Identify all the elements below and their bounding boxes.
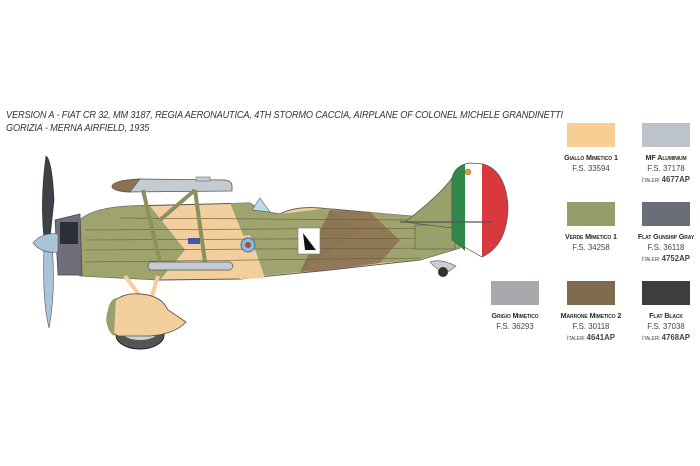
italeri-brand: Italeri: [642, 256, 660, 263]
tail-rudder: [400, 162, 509, 258]
paint-chip-giallo-mimetico-1: Giallo Mimetico 1 F.S. 33594: [543, 123, 639, 174]
paint-name: Flat Gunship Gray: [637, 232, 695, 241]
paint-name: Marrone Mimetico 2: [560, 311, 622, 320]
color-swatch: [642, 281, 690, 305]
propeller: [32, 155, 59, 329]
paint-fs-code: F.S. 33594: [572, 163, 610, 173]
paint-fs-code: F.S. 34258: [572, 242, 610, 252]
italeri-brand: Italeri: [642, 177, 660, 184]
color-swatch: [642, 202, 690, 226]
paint-chip-flat-black: Flat Black F.S. 37038 Italeri 4768AP: [618, 281, 700, 344]
tail-serial-text: ▒▒▒: [425, 235, 436, 242]
italeri-brand: Italeri: [642, 335, 660, 342]
fuselage: ▒▒▒: [71, 202, 461, 281]
paint-chip-grigio-mimetico: Grigio Mimetico F.S. 36293: [467, 281, 563, 332]
italeri-code: Italeri 4641AP: [547, 332, 635, 344]
engine-cowling: [54, 213, 83, 276]
color-swatch: [567, 202, 615, 226]
italeri-brand: Italeri: [567, 335, 585, 342]
italeri-code-value: 4641AP: [586, 332, 615, 342]
paint-fs-code: F.S. 37038: [647, 321, 685, 331]
color-swatch: [642, 123, 690, 147]
italeri-code: Italeri 4752AP: [622, 253, 700, 265]
caption-line-1: VERSION A - FIAT CR 32, MM 3187, REGIA A…: [6, 110, 563, 121]
paint-fs-code: F.S. 37178: [647, 163, 685, 173]
upper-wing: [111, 176, 233, 193]
paint-name: Grigio Mimetico: [491, 311, 539, 320]
italeri-code-value: 4768AP: [661, 332, 690, 342]
windscreen: [251, 197, 271, 213]
caption-line-2: GORIZIA - MERNA AIRFIELD, 1935: [6, 123, 150, 134]
paint-chip-mf-aluminium: MF Aluminium F.S. 37178 Italeri 4677AP: [618, 123, 700, 186]
paint-chip-verde-mimetico-1: Verde Mimetico 1 F.S. 34258: [543, 202, 639, 253]
italeri-code-value: 4752AP: [661, 253, 690, 263]
lower-wing: [147, 261, 234, 271]
paint-chip-flat-gunship-gray: Flat Gunship Gray F.S. 36118 Italeri 475…: [618, 202, 700, 265]
paint-chip-marrone-mimetico-2: Marrone Mimetico 2 F.S. 30118 Italeri 46…: [543, 281, 639, 344]
wing-struts: [141, 188, 207, 263]
paint-name: MF Aluminium: [645, 153, 687, 162]
color-swatch: [567, 281, 615, 305]
paint-fs-code: F.S. 30118: [572, 321, 610, 331]
main-landing-gear: [106, 274, 187, 350]
color-swatch: [491, 281, 539, 305]
color-swatch: [567, 123, 615, 147]
paint-fs-code: F.S. 36293: [496, 321, 534, 331]
italeri-code: Italeri 4768AP: [622, 332, 700, 344]
fuselage-blue-marking: [188, 238, 200, 244]
paint-fs-code: F.S. 36118: [647, 242, 685, 252]
tail-wheel: [429, 260, 457, 277]
aircraft-profile-illustration: ▒▒▒: [32, 155, 509, 350]
italeri-code: Italeri 4677AP: [622, 174, 700, 186]
italeri-code-value: 4677AP: [661, 174, 690, 184]
paint-name: Verde Mimetico 1: [565, 232, 617, 241]
paint-name: Giallo Mimetico 1: [564, 153, 618, 162]
version-caption: VERSION A - FIAT CR 32, MM 3187, REGIA A…: [6, 109, 563, 135]
paint-name: Flat Black: [649, 311, 683, 320]
